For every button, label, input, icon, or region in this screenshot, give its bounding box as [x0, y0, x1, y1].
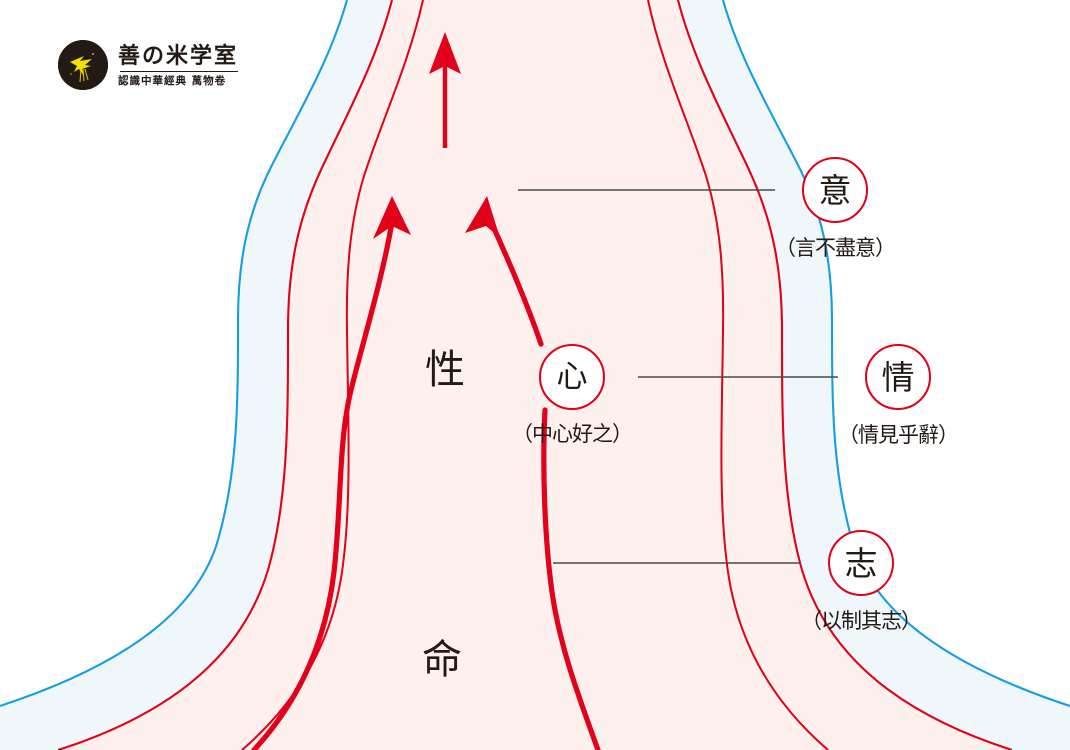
stream-label-xing: 性 — [425, 347, 465, 393]
brand-subtitle: 認識中華經典 萬物卷 — [118, 75, 227, 88]
brand-divider — [120, 71, 238, 73]
node-qing[interactable]: 情 （情見乎辭） — [838, 344, 959, 449]
stream-label-ming: 命 — [422, 637, 462, 683]
node-yi[interactable]: 意 （言不盡意） — [775, 157, 896, 262]
inner-guide-right — [647, 0, 829, 750]
node-zhi-glyph: 志 — [844, 543, 878, 583]
main-up-arrowhead — [429, 32, 461, 74]
right-branch-arrowhead — [465, 196, 500, 238]
inner-outline-right — [676, 0, 1013, 750]
node-yi-circle[interactable]: 意 — [802, 157, 868, 223]
outer-band-left — [0, 0, 392, 750]
outer-outline-left — [0, 0, 349, 707]
brand-logo: 善の米学室 認識中華經典 萬物卷 — [58, 40, 238, 90]
node-zhi-circle[interactable]: 志 — [828, 530, 894, 596]
node-zhi-note: （以制其志） — [801, 609, 922, 633]
right-flow-curve-upper — [489, 221, 544, 347]
left-flow-curve — [251, 219, 395, 750]
node-qing-circle[interactable]: 情 — [865, 344, 931, 410]
node-zhi[interactable]: 志 （以制其志） — [801, 530, 922, 635]
node-xin[interactable]: 心 （中心好之） — [512, 344, 633, 448]
outer-outline-right — [721, 0, 1070, 707]
right-flow-curve-lower — [541, 407, 601, 750]
inner-outline-left — [57, 0, 394, 750]
node-qing-note: （情見乎辭） — [838, 423, 959, 447]
node-qing-glyph: 情 — [881, 357, 915, 397]
node-yi-glyph: 意 — [818, 170, 852, 210]
node-xin-note: （中心好之） — [512, 422, 633, 446]
node-xin-glyph: 心 — [556, 358, 588, 395]
brand-title: 善の米学室 — [118, 43, 239, 70]
left-branch-arrowhead — [373, 196, 411, 239]
node-yi-note: （言不盡意） — [775, 236, 896, 260]
node-xin-circle[interactable]: 心 — [539, 344, 605, 410]
inner-guide-left — [241, 0, 424, 750]
phoenix-bird-icon — [58, 40, 108, 90]
